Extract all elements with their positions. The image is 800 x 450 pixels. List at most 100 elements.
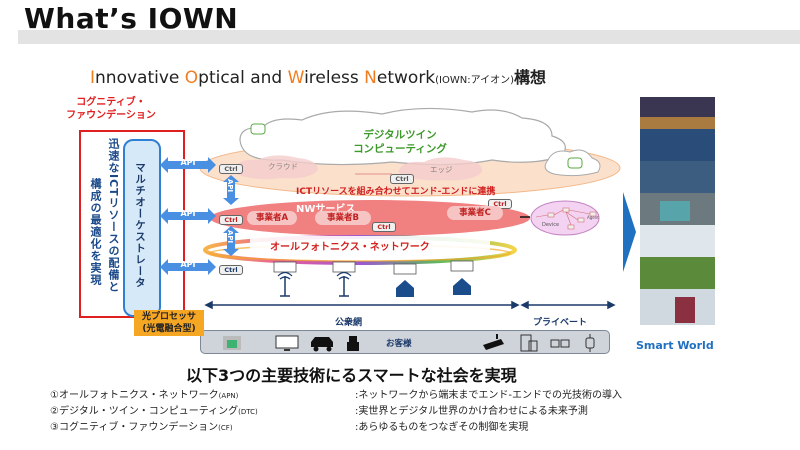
- smart-world-label: Smart World: [636, 339, 714, 352]
- camera-icon: [483, 334, 504, 350]
- antenna-icons: [277, 271, 352, 297]
- cf-label-line1: コグニティブ・: [76, 97, 146, 108]
- api-arrow-top: API: [160, 157, 216, 173]
- house-icons: [396, 278, 471, 297]
- title-underline-bar: [18, 30, 800, 44]
- subtitle-abbr: (IOWN:アイオン): [435, 75, 515, 86]
- subtitle-initial-w: W: [287, 68, 305, 88]
- optical-processor-callout: 光プロセッサ (光電融合型): [134, 310, 204, 336]
- device-label: Device: [542, 222, 560, 228]
- subtitle-initial-n: N: [364, 68, 377, 88]
- smartwatch-icon: [585, 334, 595, 352]
- api-arrow-bottom: API: [160, 259, 216, 275]
- subtitle-word-2: ptical and: [198, 68, 288, 88]
- operator-c: 事業者C: [447, 206, 503, 220]
- subtitle-word-3: ireless: [304, 68, 365, 88]
- agent-label: Agent: [587, 215, 599, 220]
- ict-link-label: ICTリソースを組み合わせてエンド-エンドに連携: [296, 187, 496, 197]
- api-label: API: [180, 158, 196, 167]
- double-arrow-icon: [160, 259, 216, 275]
- dtc-cloud: [239, 107, 566, 166]
- ctrl-node-apn: Ctrl: [219, 265, 243, 275]
- ctrl-node-edge: Ctrl: [390, 174, 414, 184]
- summary-item-tag: (DTC): [238, 408, 258, 416]
- double-arrow-vertical-icon: [223, 175, 239, 205]
- summary-item-name: ②デジタル・ツイン・コンピューティング: [50, 406, 239, 417]
- summary-item-name: ③コグニティブ・ファウンデーション: [50, 422, 219, 433]
- api-label: API: [226, 179, 234, 193]
- dtc-label-line2: コンピューティング: [353, 143, 447, 155]
- processor-line2: (光電融合型): [142, 324, 196, 334]
- monitor-icon: [275, 335, 299, 351]
- apn-label-bg: [250, 236, 490, 250]
- smart-world-arrow: [623, 192, 636, 272]
- cloud-shape: [232, 155, 318, 180]
- api-arrow-middle: API: [160, 208, 216, 224]
- brain-icon-2: [567, 157, 583, 169]
- operator-b: 事業者B: [315, 211, 371, 225]
- page-title: What’s IOWN: [24, 2, 239, 35]
- cf-description-line2: 構成の最適化を実現: [89, 178, 102, 286]
- cognitive-foundation-box: [79, 130, 185, 318]
- customers-label: お客様: [386, 339, 412, 349]
- photo-digital-screens: [640, 129, 715, 161]
- summary-item-apn-desc: :ネットワークから端末までエンド-エンドでの光技術の導入: [355, 390, 622, 401]
- multi-orchestrator-label: マルチオーケストレータ: [134, 162, 146, 289]
- summary-title: 以下3つの主要技術にるスマートな社会を実現: [186, 366, 517, 385]
- public-network-arrow: [204, 300, 520, 310]
- cf-label-line2: ファウンデーション: [66, 110, 156, 121]
- glasses-icon: [550, 339, 570, 348]
- summary-item-cf: ③コグニティブ・ファウンデーション(CF): [50, 418, 233, 433]
- summary-item-apn: ①オールフォトニクス・ネットワーク(APN): [50, 386, 238, 401]
- apn-label: オールフォトニクス・ネットワーク: [270, 242, 430, 253]
- edge-shape: [398, 157, 483, 181]
- api-label: API: [226, 230, 234, 244]
- cognitive-foundation-label: コグニティブ・ ファウンデーション: [62, 96, 160, 122]
- subtitle: Innovative Optical and Wireless Network(…: [90, 64, 546, 88]
- api-arrow-vertical-lower: API: [223, 226, 239, 256]
- summary-item-tag: (CF): [218, 424, 233, 432]
- subtitle-initial-i: I: [90, 68, 96, 88]
- subtitle-word-4: etwork: [376, 68, 436, 88]
- photo-city-network: [640, 161, 715, 193]
- subtitle-initial-o: O: [184, 68, 199, 88]
- operator-a: 事業者A: [247, 211, 297, 225]
- tablet-icon: [520, 334, 538, 352]
- api-arrow-vertical-upper: API: [223, 175, 239, 205]
- ctrl-node-operator-b: Ctrl: [372, 222, 396, 232]
- device-cluster: [530, 200, 600, 236]
- robot-icon: [347, 336, 359, 351]
- dtc-label-line1: デジタルツイン: [363, 129, 437, 141]
- device-nodes: [535, 207, 597, 230]
- ctrl-node-cloud: Ctrl: [219, 164, 243, 174]
- double-arrow-icon: [160, 157, 216, 173]
- private-network-arrow: [520, 300, 616, 310]
- photo-medical: [640, 225, 715, 257]
- cloud-label: クラウド: [268, 162, 298, 171]
- nw-service-label: NWサービス: [296, 204, 356, 215]
- dtc-label: デジタルツイン コンピューティング: [340, 128, 460, 156]
- summary-item-dtc-desc: :実世界とデジタル世界のかけ合わせによる未来予測: [355, 406, 588, 417]
- double-arrow-icon: [160, 208, 216, 224]
- api-label: API: [180, 260, 196, 269]
- subtitle-word-1: nnovative: [95, 68, 185, 88]
- cf-description-line1: 迅速なICTリソースの配備と: [107, 138, 120, 293]
- summary-item-dtc: ②デジタル・ツイン・コンピューティング(DTC): [50, 402, 258, 417]
- api-label: API: [180, 209, 196, 218]
- customer-device-icons: [223, 334, 595, 352]
- public-network-label: 公衆網: [335, 318, 363, 328]
- car-icon: [311, 337, 333, 352]
- processor-chip-icon: [223, 336, 241, 350]
- processor-line1: 光プロセッサ: [141, 312, 196, 322]
- brain-icon: [250, 123, 266, 135]
- customer-bar: [200, 330, 610, 354]
- double-arrow-vertical-icon: [223, 226, 239, 256]
- private-network-label: プライベート: [533, 318, 588, 328]
- edge-label: エッジ: [430, 165, 453, 174]
- smart-world-photo-collage: [640, 97, 715, 325]
- photo-agriculture: [640, 257, 715, 289]
- summary-item-tag: (APN): [218, 392, 239, 400]
- summary-item-cf-desc: :あらゆるものをつなぎその制御を実現: [355, 422, 529, 433]
- ctrl-node-nw: Ctrl: [219, 215, 243, 225]
